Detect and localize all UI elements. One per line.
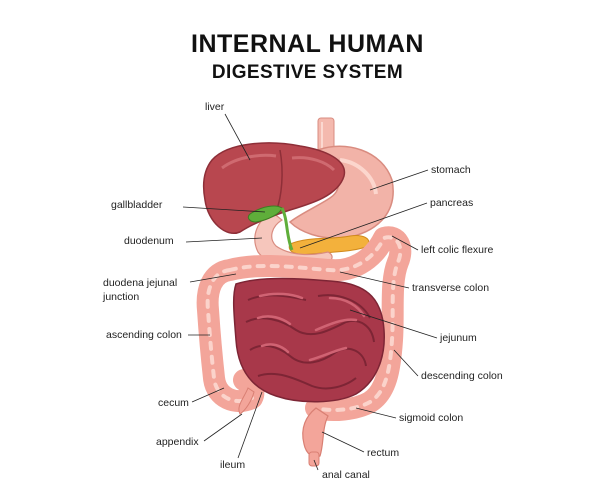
label-liver: liver — [205, 101, 225, 113]
leader-duodena-jejunal — [189, 273, 237, 283]
appendix — [238, 387, 255, 415]
pancreas — [288, 235, 370, 255]
leader-cecum — [191, 387, 225, 403]
label-transverse-colon: transverse colon — [412, 282, 489, 294]
label-duodena-jejunal-line1: duodena jejunal — [103, 277, 177, 289]
label-pancreas: pancreas — [430, 197, 473, 209]
leader-sigmoid-colon — [355, 407, 397, 419]
label-cecum: cecum — [158, 397, 189, 409]
small-intestine — [232, 277, 385, 403]
label-rectum: rectum — [367, 447, 399, 459]
label-left-colic-flexure: left colic flexure — [421, 244, 494, 256]
leader-duodenum — [185, 237, 263, 243]
leader-descending-colon — [393, 349, 419, 377]
label-anal-canal: anal canal — [322, 469, 370, 481]
leader-appendix — [203, 413, 243, 442]
label-stomach: stomach — [431, 164, 471, 176]
label-sigmoid-colon: sigmoid colon — [399, 412, 463, 424]
leader-jejunum — [349, 309, 438, 339]
leader-gallbladder — [182, 206, 266, 213]
leader-transverse-colon — [339, 271, 410, 289]
leader-rectum — [321, 431, 365, 453]
label-descending-colon: descending colon — [421, 370, 503, 382]
label-gallbladder: gallbladder — [111, 199, 163, 211]
leader-left-colic-flexure — [391, 235, 419, 251]
label-duodena-jejunal-line2: junction — [102, 291, 139, 303]
anal-canal — [308, 451, 320, 467]
rectum — [302, 407, 329, 467]
label-duodenum: duodenum — [124, 235, 174, 247]
title-line-2: DIGESTIVE SYSTEM — [211, 62, 404, 83]
gallbladder — [247, 205, 294, 251]
leader-anal-canal — [313, 459, 319, 471]
leader-stomach — [369, 169, 429, 191]
stomach — [288, 145, 394, 240]
leader-pancreas — [299, 202, 428, 249]
label-ileum: ileum — [220, 459, 245, 471]
title-line-1: INTERNAL HUMAN — [191, 30, 424, 58]
label-jejunum: jejunum — [439, 332, 477, 344]
label-ascending-colon: ascending colon — [106, 329, 182, 341]
label-appendix: appendix — [156, 436, 199, 448]
leader-ileum — [237, 391, 263, 459]
leader-liver — [224, 113, 251, 161]
